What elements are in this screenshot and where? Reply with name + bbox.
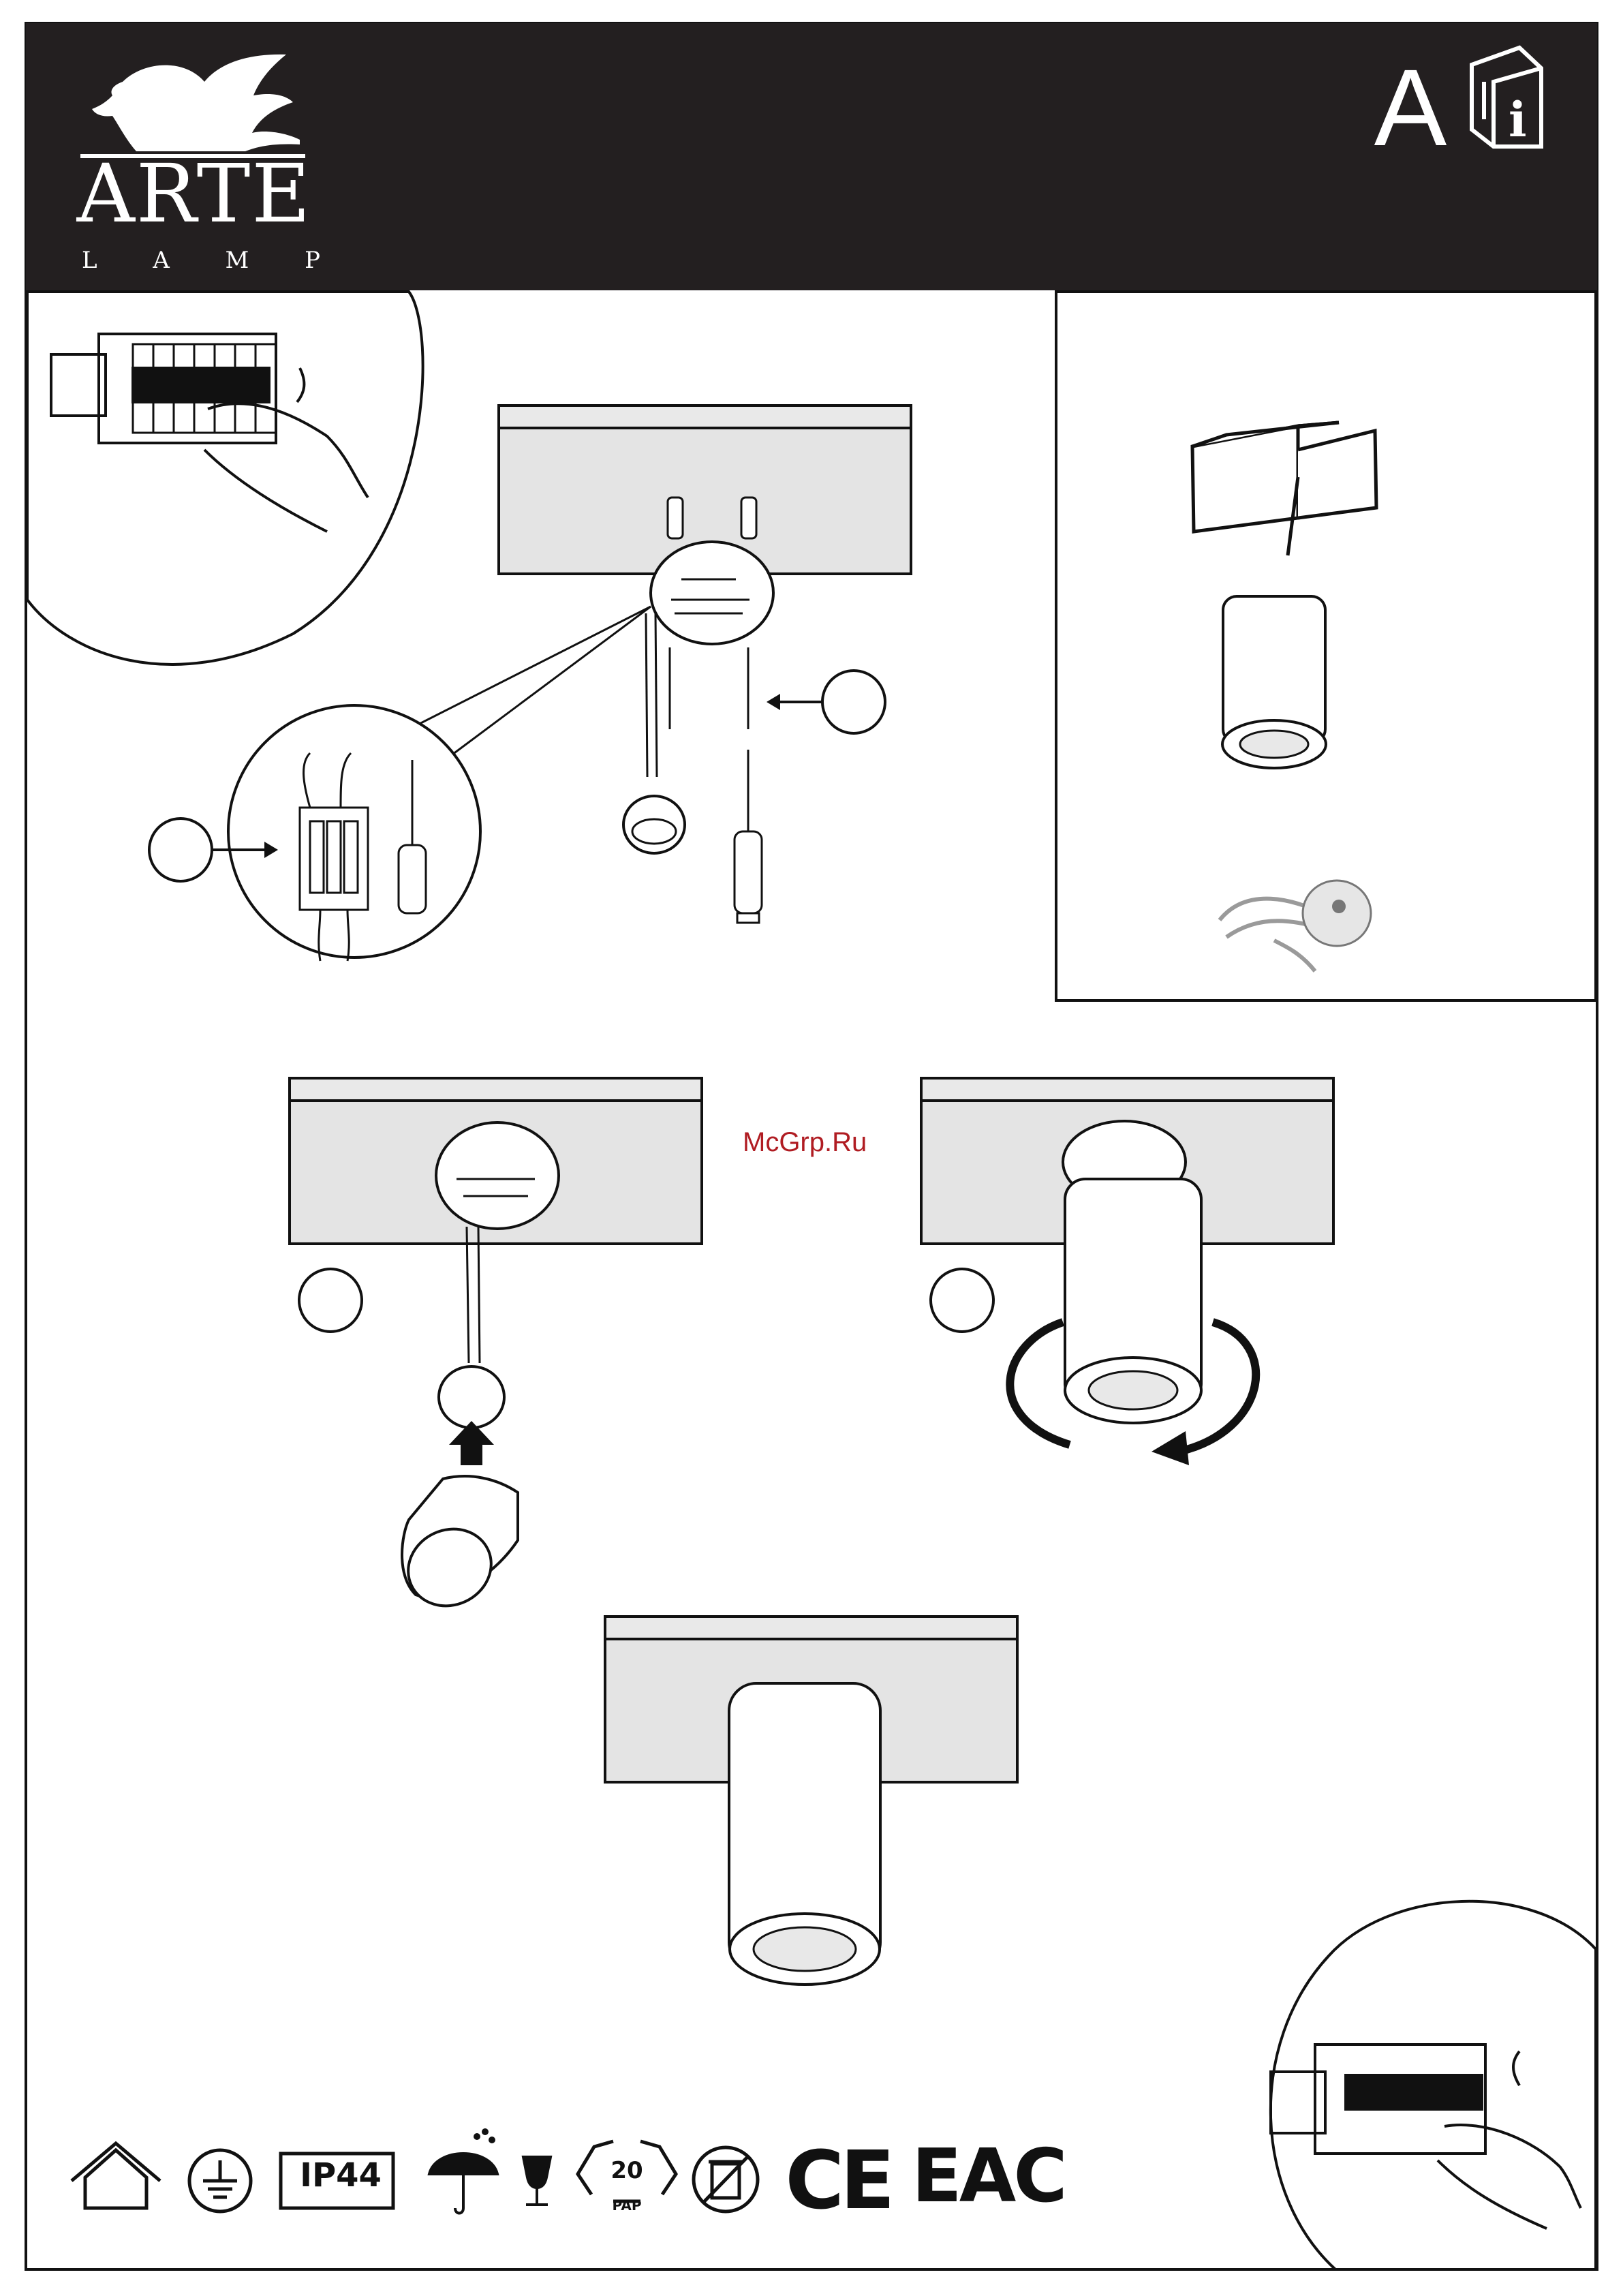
screwdriver-icon [735, 750, 762, 923]
recycle-code: PAP [600, 2199, 654, 2212]
brand-sub-letter: L [82, 249, 97, 272]
brand-name: ARTE [72, 153, 317, 234]
brand-sub-letter: A [153, 249, 170, 272]
step-marker-screw [822, 671, 885, 733]
eac-mark-text: EAC [912, 2140, 1000, 2214]
insert-arrow-icon [449, 1421, 494, 1465]
spotlight-cylinder [1222, 596, 1326, 768]
recycle-number: 20 [606, 2159, 647, 2182]
watermark-link[interactable]: McGrp.Ru [743, 1129, 906, 1156]
fragile-glass-icon [523, 2157, 551, 2205]
step-marker-rotate [931, 1269, 993, 1332]
ip-rating-text: IP44 [286, 2159, 395, 2192]
indoor-house-icon [72, 2143, 160, 2208]
earth-ground-icon [189, 2150, 251, 2211]
gu10-socket [623, 796, 685, 853]
brand-sub: L A M P [82, 249, 320, 272]
document-letter: A [1363, 53, 1458, 162]
step-marker-wiring [149, 818, 212, 881]
umbrella-rain-icon [429, 2130, 497, 2214]
brand-sub-letter: M [226, 249, 249, 272]
ceiling-plate-step1 [499, 405, 911, 923]
brand-sub-letter: P [305, 249, 320, 272]
terminal-block-detail [149, 705, 480, 961]
no-dispose-bin-icon [694, 2147, 758, 2211]
ceiling-plate-step4 [921, 1078, 1333, 1465]
ce-mark-text: CE [784, 2140, 893, 2220]
svg-text:i: i [1509, 91, 1527, 148]
ceiling-plate-step3 [290, 1078, 702, 1619]
step-marker-bulb [299, 1269, 362, 1332]
ceiling-plate-final [605, 1617, 1017, 1985]
panel-switch-off-circle [27, 292, 423, 664]
gu10-bulb [396, 1476, 518, 1619]
